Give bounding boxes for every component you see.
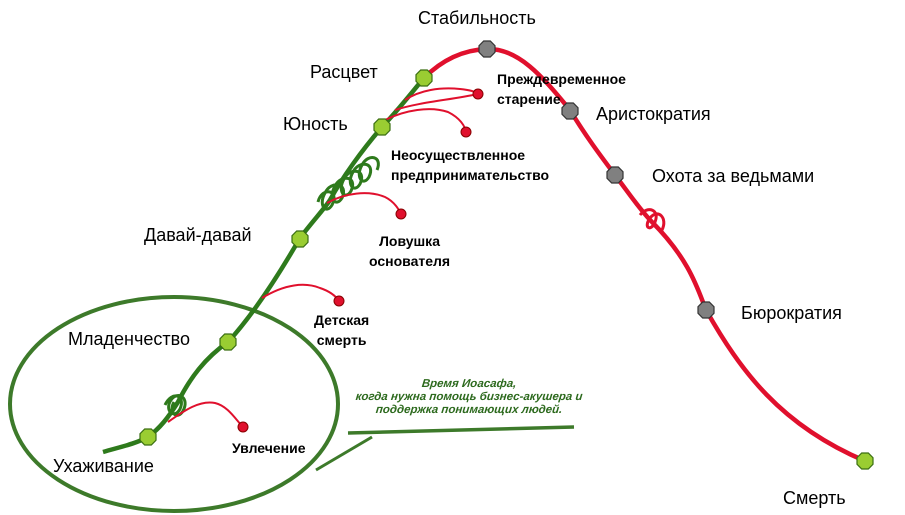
stage-marker-stability [478, 40, 496, 58]
stage-marker-death [856, 452, 874, 470]
growth-curve [102, 76, 426, 455]
trap-dot-premature-aging [472, 88, 484, 100]
trap-branch-infant-death [261, 283, 340, 302]
trap-dot-unfulfilled [460, 126, 472, 138]
trap-dot-founder-trap [395, 208, 407, 220]
label-death: Смерть [783, 488, 846, 508]
stage-marker-courtship [139, 428, 157, 446]
decline-wiggle [638, 208, 666, 231]
trap-branch-premature-aging-2 [394, 93, 479, 111]
trap-branch-unfulfilled [384, 108, 467, 133]
trap-dot-infant-death [333, 295, 345, 307]
note-pointer-line [315, 435, 373, 472]
label-stability: Стабильность [418, 8, 536, 28]
stage-marker-prime [415, 69, 433, 87]
label-infancy: Младенчество [68, 329, 190, 349]
label-infant-death: Детская смерть [314, 312, 370, 348]
note-underline [347, 425, 575, 435]
stage-marker-adolescence [373, 118, 391, 136]
trap-dot-affair [237, 421, 249, 433]
stage-marker-aristocracy [561, 102, 579, 120]
label-unfulfilled-entrepreneurship: Неосуществленное предпринимательство [391, 147, 550, 183]
label-prime: Расцвет [310, 62, 378, 82]
label-premature-aging: Преждевременное старение [497, 71, 626, 107]
stage-marker-witch-hunt [606, 166, 624, 184]
label-aristocracy: Аристократия [596, 104, 711, 124]
stage-marker-go-go [291, 230, 309, 248]
stage-marker-infancy [219, 333, 237, 351]
label-courtship: Ухаживание [53, 456, 154, 476]
label-founder-trap: Ловушка основателя [369, 233, 451, 269]
label-adolescence: Юность [283, 114, 348, 134]
stage-marker-bureaucracy [697, 301, 715, 319]
early-stage-highlight-ellipse [8, 295, 340, 513]
trap-branch-founder-trap [326, 192, 402, 215]
label-bureaucracy: Бюрократия [741, 303, 842, 323]
label-witch-hunt: Охота за ведьмами [652, 166, 815, 186]
trap-branch-affair [167, 401, 244, 428]
label-affair: Увлечение [232, 440, 306, 456]
note-jethro-time: Время Иоасафа, когда нужна помощь бизнес… [355, 378, 584, 416]
coil-spring [316, 156, 380, 211]
label-go-go: Давай-давай [144, 225, 252, 245]
